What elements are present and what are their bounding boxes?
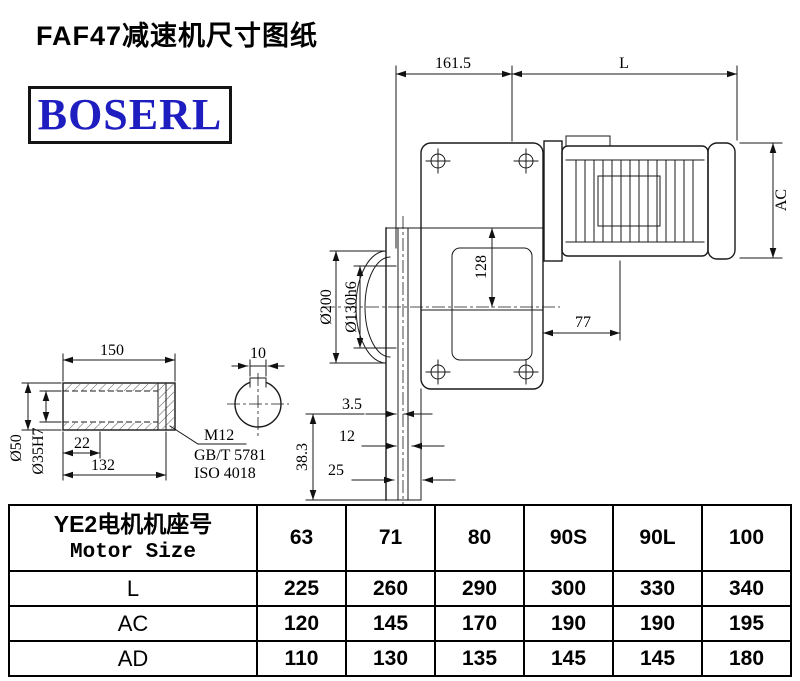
table-cell: 145 xyxy=(345,605,436,642)
motor-body xyxy=(561,145,709,257)
bolt-marks xyxy=(425,148,539,385)
shaft-detail: 150 Ø50 Ø35H7 22 132 xyxy=(8,342,266,482)
row-label-AC: AC xyxy=(8,605,258,642)
dim-keyway-width-10: 10 xyxy=(250,345,266,362)
table-cell: 135 xyxy=(434,640,525,677)
dim-step-3-5: 3.5 xyxy=(342,396,362,413)
table-cell: 110 xyxy=(256,640,347,677)
dim-bore-dia-35h7: Ø35H7 xyxy=(30,427,47,474)
table-cell: 290 xyxy=(434,570,525,607)
technical-drawing: 161.5 L AC Ø200 Ø130h6 128 xyxy=(8,55,790,504)
motor-size-90l: 90L xyxy=(612,504,703,572)
table-cell: 170 xyxy=(434,605,525,642)
table-cell: 195 xyxy=(701,605,792,642)
table-cell: 190 xyxy=(612,605,703,642)
bottom-dimensions: 3.5 12 25 38.3 xyxy=(294,396,456,501)
ac-dimension: AC xyxy=(739,142,790,259)
dim-depth-38-3: 38.3 xyxy=(294,443,311,471)
dim-hub-length-132: 132 xyxy=(91,457,115,474)
dim-shoulder-12: 12 xyxy=(339,428,355,445)
row-label-AD: AD xyxy=(8,640,258,677)
output-flange xyxy=(355,227,422,501)
header-cn: YE2电机机座号 xyxy=(53,511,213,538)
dim-motor-height-ac: AC xyxy=(773,189,790,211)
table-cell: 330 xyxy=(612,570,703,607)
dim-shaft-length-150: 150 xyxy=(100,342,124,359)
offset-dimension: 77 xyxy=(542,260,621,341)
dim-top-width: 161.5 xyxy=(435,55,471,72)
motor-size-100: 100 xyxy=(701,504,792,572)
table-cell: 145 xyxy=(612,640,703,677)
gearbox-body xyxy=(420,142,544,390)
table-cell: 145 xyxy=(523,640,614,677)
motor-size-90s: 90S xyxy=(523,504,614,572)
motor-fan-cover xyxy=(707,142,736,260)
table-cell: 300 xyxy=(523,570,614,607)
table-row-AC: AC 120 145 170 190 190 195 xyxy=(8,605,792,642)
motor-cooling-fins xyxy=(575,159,694,243)
table-cell: 190 xyxy=(523,605,614,642)
motor-size-63: 63 xyxy=(256,504,347,572)
table-header-motor-size: YE2电机机座号 Motor Size xyxy=(8,504,258,572)
motor-size-table: YE2电机机座号 Motor Size 63 71 80 90S 90L 100… xyxy=(8,504,792,677)
motor-nameplate xyxy=(597,175,661,227)
table-header-row: YE2电机机座号 Motor Size 63 71 80 90S 90L 100 xyxy=(8,504,792,572)
table-cell: 225 xyxy=(256,570,347,607)
motor-size-71: 71 xyxy=(345,504,436,572)
keyway-section: 10 xyxy=(227,345,289,436)
table-row-AD: AD 110 130 135 145 145 180 xyxy=(8,640,792,677)
shaft-section xyxy=(62,382,176,431)
page-title: FAF47减速机尺寸图纸 xyxy=(36,21,319,51)
table-cell: 130 xyxy=(345,640,436,677)
dim-flange-dia: Ø200 xyxy=(318,289,335,325)
table-row-L: L 225 260 290 300 330 340 xyxy=(8,570,792,607)
row-label-L: L xyxy=(8,570,258,607)
label-thread-m12: M12 xyxy=(204,427,234,444)
dim-shaft-dia-50: Ø50 xyxy=(8,434,25,462)
motor-flange xyxy=(543,140,563,262)
table-cell: 340 xyxy=(701,570,792,607)
dim-center-height: 128 xyxy=(473,255,490,279)
boserl-logo: BOSERL xyxy=(28,86,232,144)
flange-diameter-dimensions: Ø200 Ø130h6 xyxy=(318,250,397,364)
motor-size-80: 80 xyxy=(434,504,525,572)
center-height-dimension: 128 xyxy=(473,227,496,308)
dim-offset-77: 77 xyxy=(575,314,591,331)
label-std-gbt: GB/T 5781 xyxy=(194,447,266,464)
dim-spigot-dia: Ø130h6 xyxy=(343,281,360,333)
top-dimensions: 161.5 L xyxy=(395,55,738,249)
dim-bore-step-22: 22 xyxy=(74,435,90,452)
dim-motor-length: L xyxy=(619,55,629,72)
motor-terminal-box xyxy=(565,135,611,147)
table-cell: 260 xyxy=(345,570,436,607)
table-cell: 180 xyxy=(701,640,792,677)
header-en: Motor Size xyxy=(69,541,197,565)
mounting-flange-arc xyxy=(355,250,387,364)
label-std-iso: ISO 4018 xyxy=(194,465,256,482)
table-cell: 120 xyxy=(256,605,347,642)
dim-protrusion-25: 25 xyxy=(328,462,344,479)
logo-text: BOSERL xyxy=(37,90,223,139)
motor xyxy=(543,135,736,262)
